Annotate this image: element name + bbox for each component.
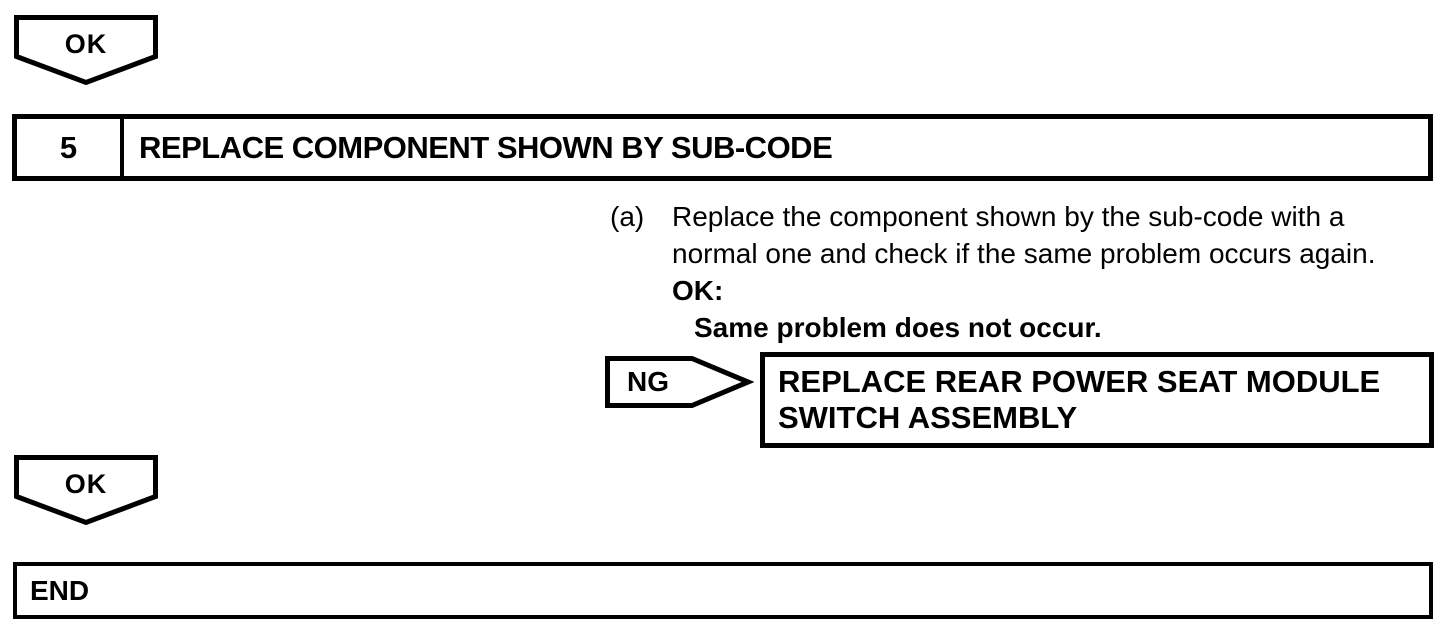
instruction-block: (a) Replace the component shown by the s… (610, 198, 1376, 346)
instruction-content: Replace the component shown by the sub-c… (672, 198, 1376, 346)
ng-action-box: REPLACE REAR POWER SEAT MODULE SWITCH AS… (760, 352, 1434, 448)
end-box: END (13, 562, 1433, 619)
ok-connector-top-icon (14, 15, 158, 86)
end-label: END (30, 574, 90, 606)
ng-action-line-1: REPLACE REAR POWER SEAT MODULE (778, 364, 1381, 399)
instruction-line-1: Replace the component shown by the sub-c… (672, 201, 1345, 232)
instruction-line-2: normal one and check if the same problem… (672, 238, 1376, 269)
ng-arrow-label: NG (627, 366, 669, 397)
instruction-marker: (a) (610, 201, 645, 232)
ng-action-line-2: SWITCH ASSEMBLY (778, 400, 1078, 435)
ok-connector-top-label: OK (64, 29, 108, 59)
step-number: 5 (17, 119, 124, 176)
ok-connector-bottom-label: OK (64, 469, 108, 499)
step-title: REPLACE COMPONENT SHOWN BY SUB-CODE (139, 129, 833, 165)
ok-condition-label: OK: (672, 275, 724, 306)
ok-condition-text: Same problem does not occur. (694, 312, 1102, 343)
step-box: 5 REPLACE COMPONENT SHOWN BY SUB-CODE (12, 114, 1433, 181)
ng-arrow-icon (605, 356, 754, 408)
ok-connector-bottom-icon (14, 455, 158, 526)
